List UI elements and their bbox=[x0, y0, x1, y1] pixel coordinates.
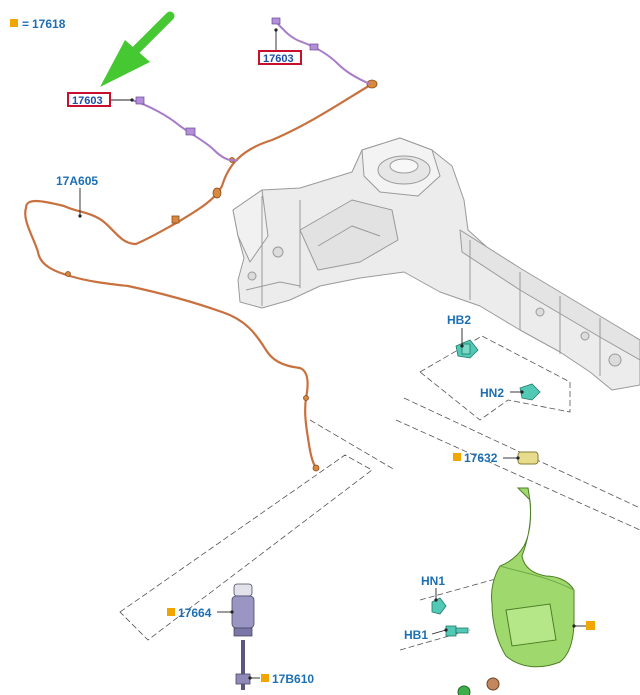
washer-pump[interactable] bbox=[231, 583, 255, 690]
svg-text:17664: 17664 bbox=[178, 606, 212, 620]
callout-17603-top[interactable]: 17603 bbox=[258, 50, 302, 65]
svg-text:17B610: 17B610 bbox=[272, 672, 314, 686]
body-frame-rail bbox=[232, 137, 640, 391]
nut-hn1[interactable] bbox=[431, 597, 447, 615]
reservoir-marker-icon[interactable] bbox=[586, 621, 595, 630]
callout-17a605[interactable]: 17A605 bbox=[56, 174, 98, 188]
svg-text:17603: 17603 bbox=[263, 53, 294, 65]
harness-left[interactable] bbox=[131, 96, 239, 162]
svg-text:17603: 17603 bbox=[72, 95, 103, 107]
washer-hose[interactable] bbox=[24, 82, 374, 470]
leader-lines bbox=[79, 30, 586, 679]
callout-hb1[interactable]: HB1 bbox=[404, 628, 428, 642]
bracket-hb2[interactable] bbox=[455, 339, 479, 359]
marker-icon bbox=[453, 453, 461, 461]
callout-17603-left[interactable]: 17603 bbox=[67, 92, 111, 107]
callout-17632[interactable]: 17632 bbox=[453, 451, 498, 465]
legend-part-number: 17618 bbox=[32, 17, 66, 31]
callout-hn1[interactable]: HN1 bbox=[421, 574, 445, 588]
callout-17664[interactable]: 17664 bbox=[167, 606, 212, 620]
washer-reservoir[interactable] bbox=[457, 451, 575, 695]
harness-top[interactable] bbox=[271, 17, 371, 85]
callout-hn2[interactable]: HN2 bbox=[480, 386, 504, 400]
callout-17b610[interactable]: 17B610 bbox=[261, 672, 314, 686]
marker-icon bbox=[167, 608, 175, 616]
marker-icon bbox=[261, 674, 269, 682]
hose-clip-icon bbox=[65, 79, 378, 472]
legend-marker-icon bbox=[10, 19, 18, 27]
nut-hn2[interactable] bbox=[519, 383, 541, 401]
callout-hb2[interactable]: HB2 bbox=[447, 313, 471, 327]
legend-prefix: = bbox=[22, 17, 29, 31]
svg-text:17632: 17632 bbox=[464, 451, 498, 465]
legend: = 17618 bbox=[10, 17, 66, 31]
bolt-hb1[interactable] bbox=[445, 625, 469, 637]
leader-dot-icon bbox=[78, 28, 576, 680]
pointer-arrow-icon bbox=[100, 11, 175, 87]
